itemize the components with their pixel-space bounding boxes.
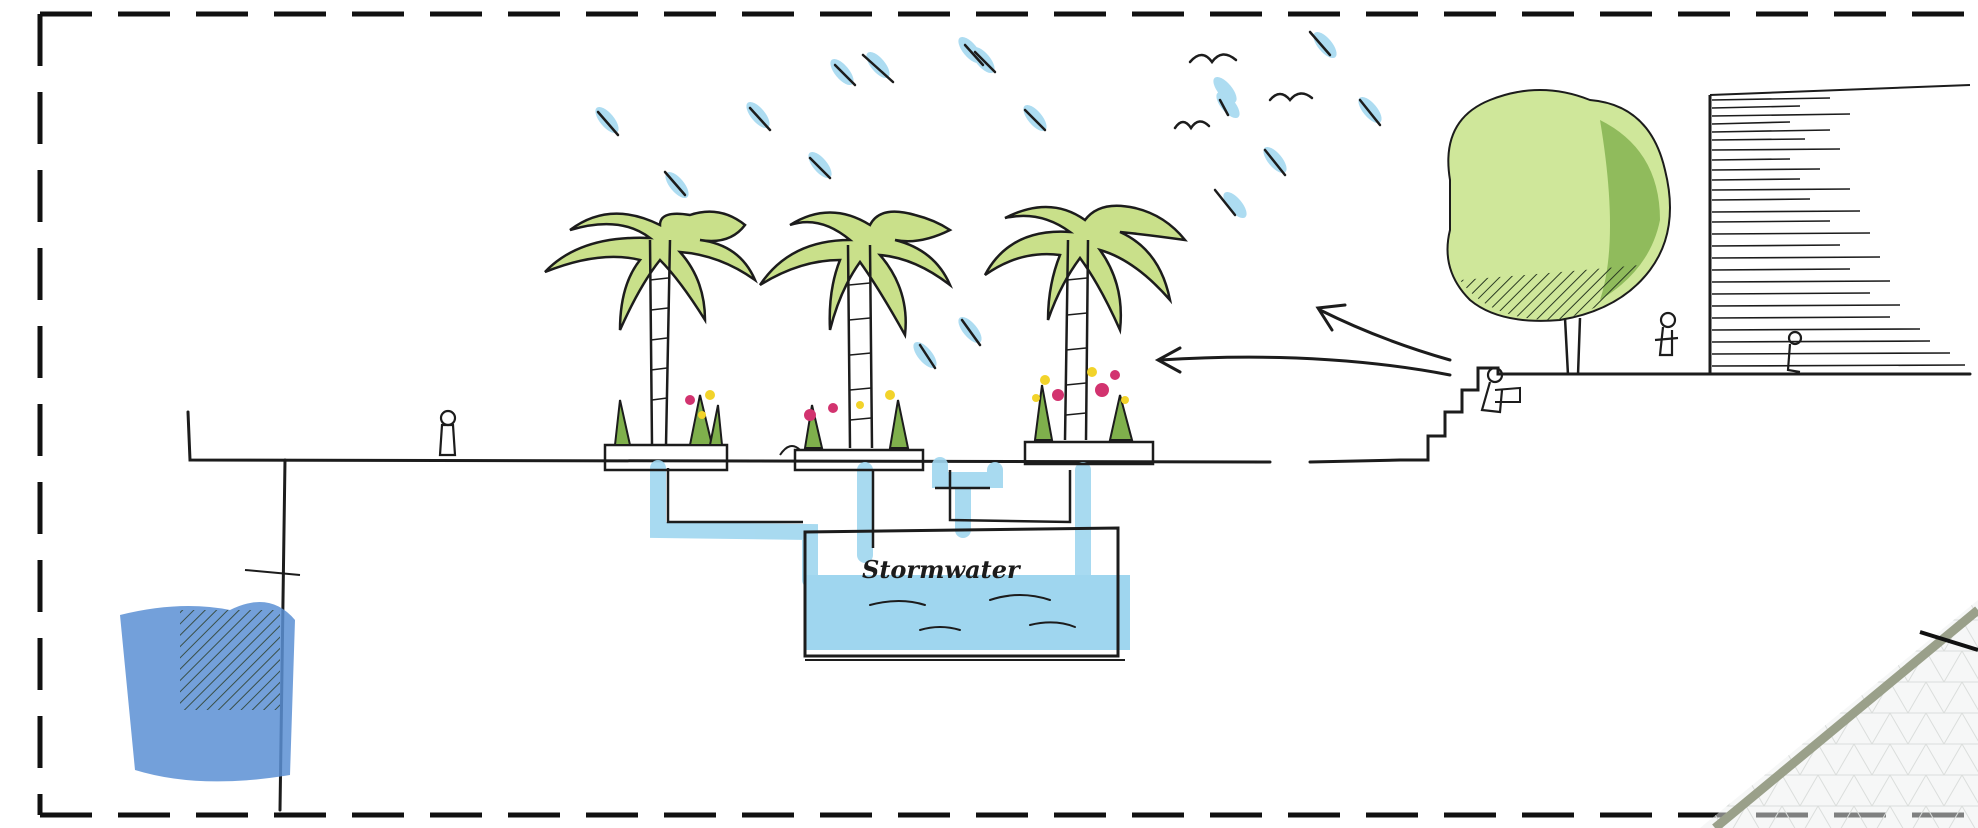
person-walkway [440,411,455,455]
broadleaf-tree-icon [1448,90,1671,375]
rain-drops-icon [591,28,1385,372]
palm-tree-icon [545,206,1185,448]
palm-tree-3 [985,206,1185,440]
birds-icon [1175,54,1312,128]
dashed-frame [40,14,1978,815]
planter-shrubs [615,367,1132,448]
planters [605,442,1153,470]
sea-water [120,570,300,781]
flow-arrow-icon [1158,305,1450,375]
palm-tree-1 [545,212,755,445]
building-icon [1710,85,1970,375]
tank-label: Stormwater [862,555,1022,584]
grid-corner [1700,600,1978,828]
person-terrace [1655,313,1678,355]
palm-tree-2 [760,212,950,448]
